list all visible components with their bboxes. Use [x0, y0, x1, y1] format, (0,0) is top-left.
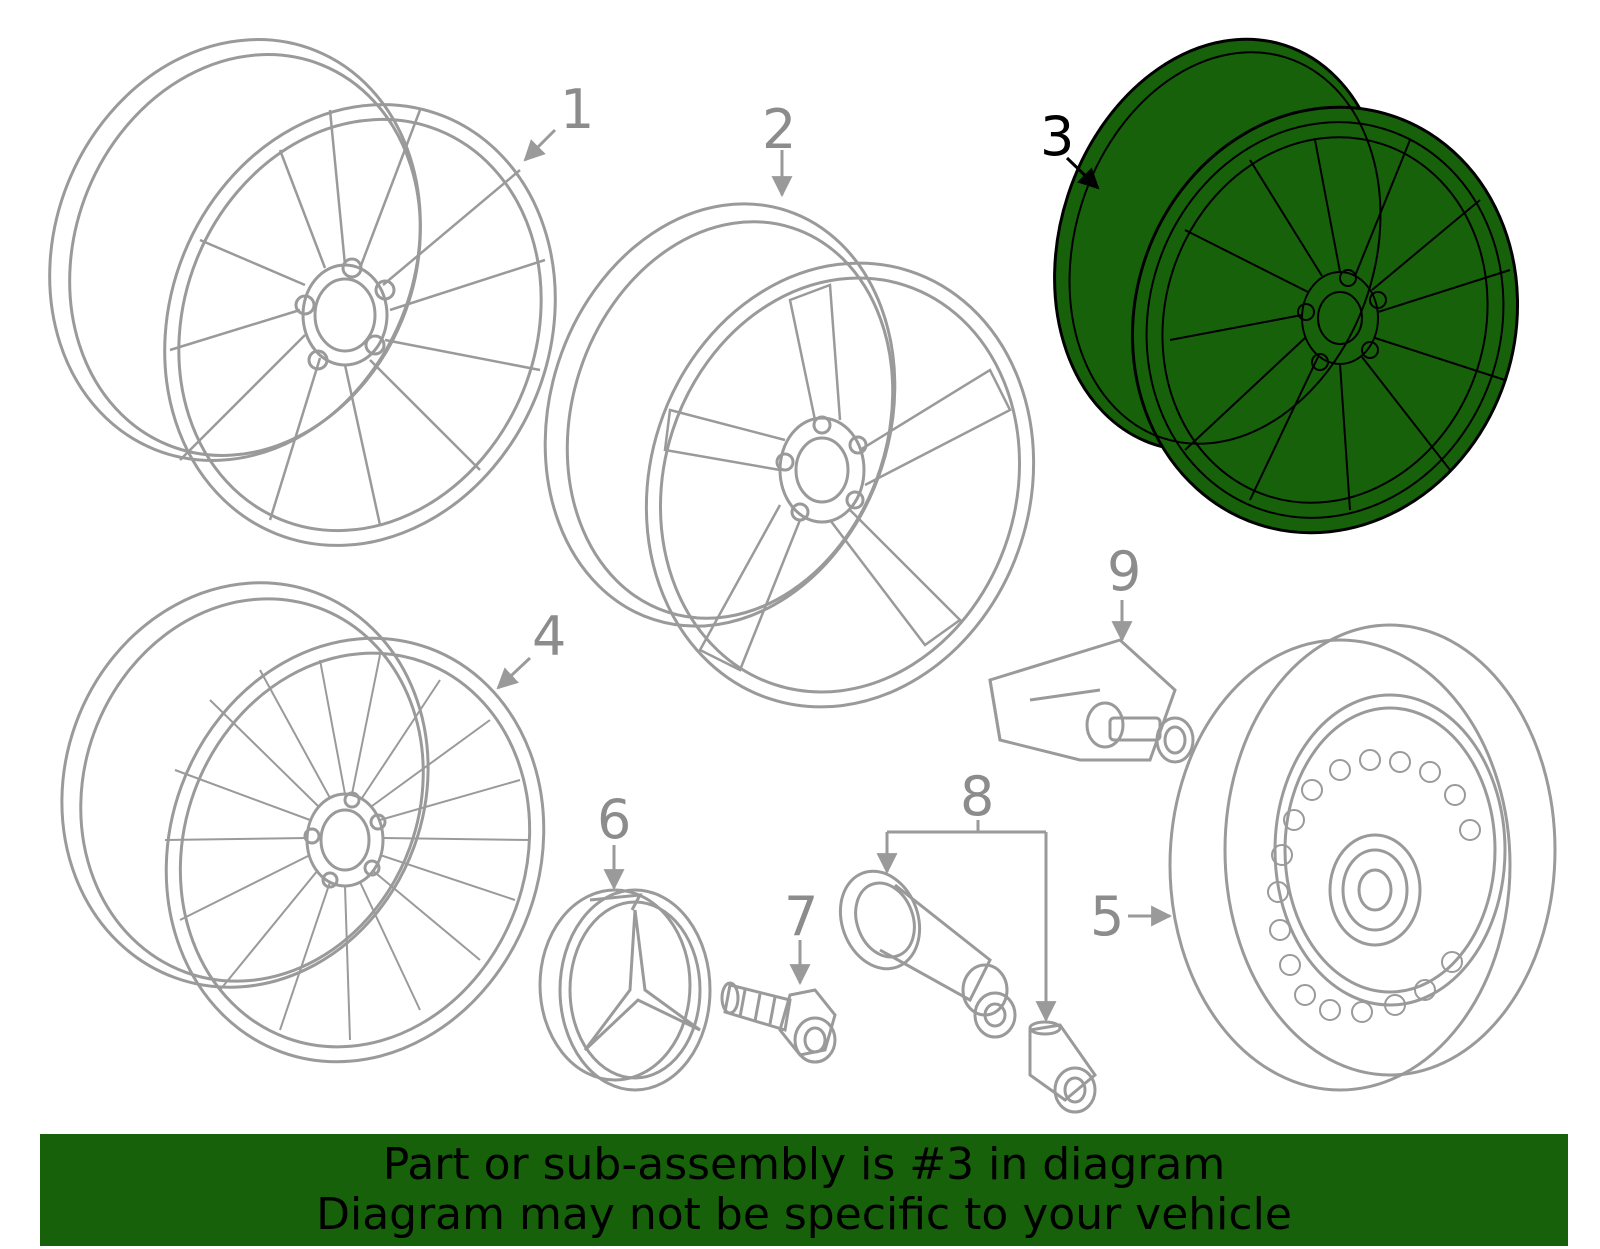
part-3-wheel-highlighted[interactable]: [1003, 0, 1572, 583]
part-5-callout[interactable]: 5: [1090, 885, 1124, 948]
part-4-leader-arrow: [496, 656, 532, 690]
part-1-wheel[interactable]: [0, 0, 620, 605]
part-9-callout[interactable]: 9: [1107, 540, 1141, 603]
part-6-callout[interactable]: 6: [597, 788, 631, 851]
part-4-callout[interactable]: 4: [532, 605, 566, 668]
part-1-leader-arrow: [523, 128, 557, 162]
part-3-callout[interactable]: 3: [1040, 105, 1074, 168]
part-3-leader-arrow: [1065, 156, 1100, 190]
part-9-tpms-sensor[interactable]: [990, 640, 1193, 762]
part-8-bracket: [876, 820, 1057, 1023]
part-2-callout[interactable]: 2: [762, 98, 796, 161]
banner-line-1: Part or sub-assembly is #3 in diagram: [382, 1139, 1226, 1190]
part-8-callout[interactable]: 8: [960, 765, 994, 828]
banner-line-2: Diagram may not be specific to your vehi…: [316, 1189, 1292, 1240]
part-8-valve-stem[interactable]: [827, 860, 1015, 1037]
part-7-callout[interactable]: 7: [784, 885, 818, 948]
info-banner: Part or sub-assembly is #3 in diagram Di…: [40, 1134, 1568, 1246]
part-2-wheel[interactable]: [492, 158, 1090, 758]
part-1-callout[interactable]: 1: [560, 78, 594, 141]
part-4-wheel[interactable]: [6, 531, 603, 1116]
part-8-valve-cap[interactable]: [1030, 1022, 1095, 1112]
part-5-spare-wheel[interactable]: [1170, 625, 1555, 1090]
part-6-center-cap[interactable]: [540, 890, 710, 1090]
part-7-wheel-bolt[interactable]: [722, 983, 835, 1062]
